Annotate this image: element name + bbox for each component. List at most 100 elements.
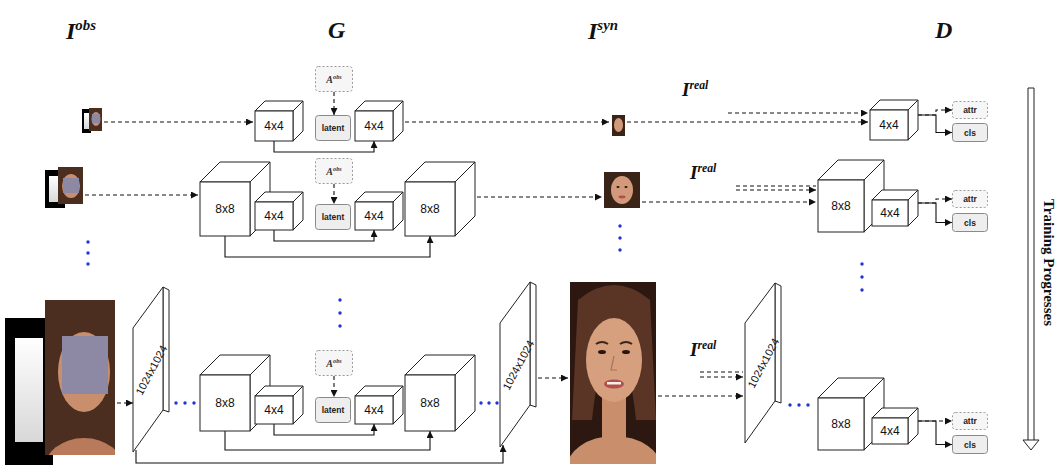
brow	[620, 342, 632, 344]
label-text: D	[935, 17, 952, 43]
text-holder: cls	[964, 440, 976, 450]
flow-arrow	[627, 122, 868, 123]
latent-code: latent	[315, 204, 351, 230]
superscript: obs	[333, 357, 342, 364]
block-label: attr	[963, 194, 977, 204]
dot	[338, 324, 341, 327]
dot	[86, 240, 89, 243]
block-label: A	[326, 74, 333, 85]
box-outline	[316, 351, 353, 376]
attribute-input: Aobs	[315, 158, 353, 184]
block-label: 4x4	[364, 209, 383, 223]
nose	[611, 356, 617, 370]
dot	[806, 403, 809, 406]
block-side-face	[293, 192, 303, 230]
label-text: I	[690, 162, 697, 183]
dot	[495, 401, 498, 404]
lips	[604, 380, 624, 389]
skip-connection	[225, 236, 430, 257]
block-label: 8x8	[420, 396, 439, 410]
flow-connector	[918, 115, 952, 133]
dot	[797, 403, 800, 406]
dot	[183, 401, 186, 404]
text-holder: Aobs	[326, 357, 341, 369]
text-holder: attr	[963, 194, 977, 204]
photo-ground	[604, 172, 640, 208]
flow-connector	[918, 199, 952, 203]
dot	[618, 248, 621, 251]
block-front-face	[255, 111, 293, 141]
block-label: 8x8	[831, 199, 850, 213]
block-front-face	[255, 202, 293, 230]
skip-connection	[274, 424, 374, 435]
flow-connector	[333, 184, 334, 204]
block-label: 4x4	[264, 209, 283, 223]
attribute-input: Aobs	[315, 66, 353, 92]
flow-arrow	[700, 372, 743, 373]
occlusion-patch	[62, 336, 108, 394]
occlusion-patch	[63, 178, 79, 193]
conv-block: 4x4	[872, 408, 918, 444]
axis-label: Training Progresses	[1041, 198, 1056, 325]
dot	[860, 275, 863, 278]
lips	[619, 196, 626, 199]
text-holder: cls	[964, 128, 976, 138]
attribute-input: Aobs	[315, 350, 353, 376]
text-holder: attr	[963, 105, 977, 115]
block-label: 4x4	[364, 403, 383, 417]
block-label: attr	[963, 416, 977, 426]
text-holder: 4x4	[880, 424, 899, 438]
text-holder: 4x4	[364, 403, 383, 417]
block-label: cls	[964, 218, 976, 228]
dot	[86, 251, 89, 254]
box-outline	[953, 191, 988, 208]
label-text: G	[328, 17, 345, 43]
block-label: cls	[964, 440, 976, 450]
text-holder: 8x8	[831, 199, 850, 213]
block-label: 4x4	[264, 403, 283, 417]
block-side-face	[293, 386, 303, 424]
conv-block: 4x4	[870, 100, 918, 140]
text-holder: cls	[964, 218, 976, 228]
box-outline	[316, 159, 353, 184]
conv-block: 4x4	[255, 101, 303, 141]
box-outline	[953, 214, 988, 232]
face-skin	[611, 176, 633, 204]
text-holder: 4x4	[879, 118, 898, 132]
latent-code: latent	[315, 115, 351, 141]
skip-connection	[136, 445, 503, 463]
dot	[618, 224, 621, 227]
brow	[596, 342, 608, 344]
block-label: 4x4	[880, 424, 899, 438]
superscript: real	[689, 79, 708, 92]
block-front-face	[355, 111, 393, 141]
block-label: 8x8	[420, 202, 439, 216]
dot	[788, 403, 791, 406]
box-outline	[316, 398, 351, 423]
text-holder: 4x4	[264, 403, 283, 417]
box-outline	[316, 116, 351, 141]
photo-ground	[58, 167, 83, 204]
block-label: 4x4	[880, 206, 899, 220]
text-holder: Aobs	[326, 73, 341, 85]
block-front-face	[200, 375, 250, 431]
synthesized-face-photo	[570, 282, 656, 464]
mask-hole	[15, 338, 43, 442]
text-holder: 4x4	[880, 206, 899, 220]
photo-ground	[89, 108, 102, 131]
superscript: obs	[333, 165, 342, 172]
face-skin	[614, 118, 623, 132]
block-label: cls	[964, 128, 976, 138]
block-front-face	[872, 200, 908, 226]
block-side-face	[455, 355, 475, 431]
block-label: latent	[322, 405, 345, 415]
block-front-face	[818, 180, 864, 232]
column-heading: Isyn	[588, 18, 618, 43]
conv-block: 8x8	[405, 355, 475, 431]
teeth	[607, 382, 621, 385]
dot	[487, 401, 490, 404]
photo-ground	[570, 282, 656, 464]
text-holder: 8x8	[215, 202, 234, 216]
block-label: latent	[322, 123, 345, 133]
